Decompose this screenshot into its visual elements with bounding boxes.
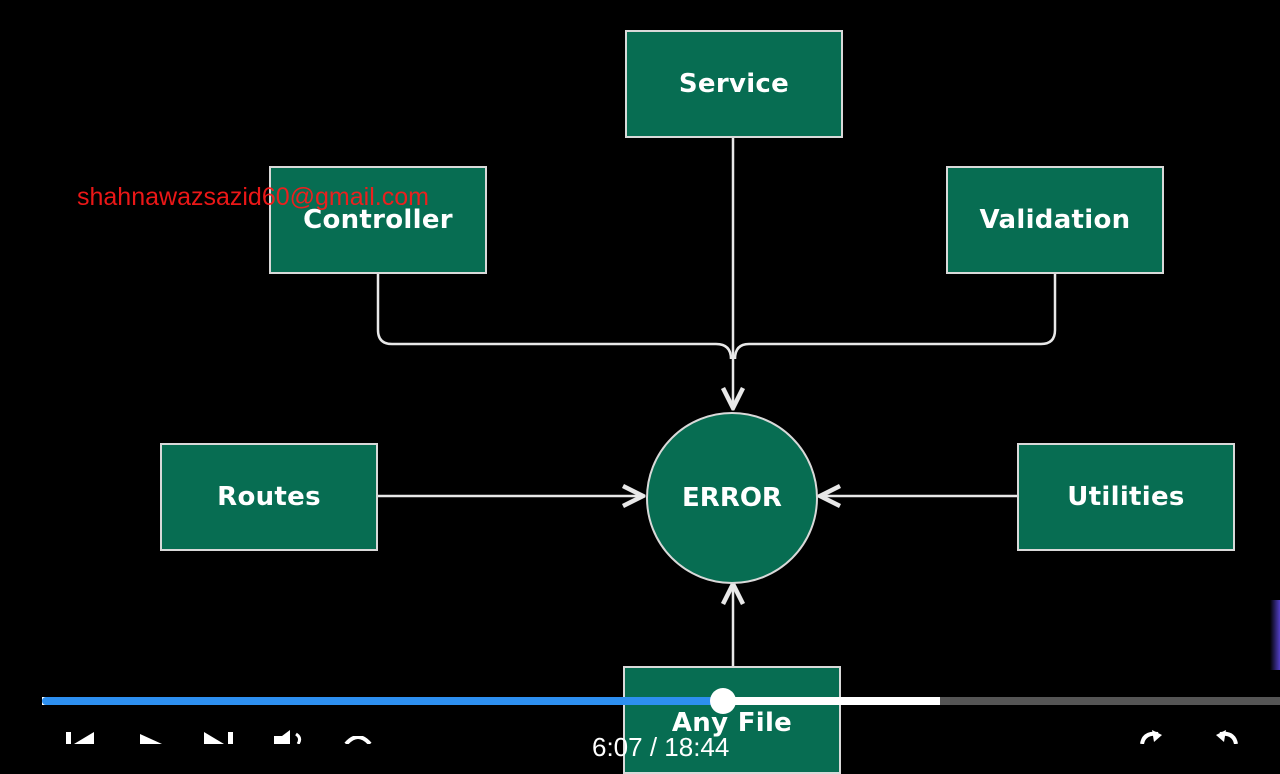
controller-label: Controller [303, 205, 453, 235]
routes-label: Routes [217, 482, 321, 512]
error-node: ERROR [646, 412, 818, 584]
forward-icon[interactable] [1208, 730, 1244, 744]
any-file-label: Any File [671, 708, 793, 738]
controller-node: Controller [269, 166, 487, 274]
rewind-icon[interactable] [1134, 730, 1170, 744]
validation-connector [733, 274, 1057, 360]
validation-node: Validation [946, 166, 1164, 274]
settings-icon[interactable] [344, 736, 372, 744]
next-icon[interactable] [200, 732, 236, 744]
validation-label: Validation [979, 205, 1131, 235]
email-watermark: shahnawazsazid60@gmail.com [77, 183, 429, 211]
edge-glow [1270, 600, 1280, 670]
routes-node: Routes [160, 443, 378, 551]
diagram-connectors [376, 138, 1057, 666]
error-label: ERROR [682, 483, 782, 513]
progress-scrubber-handle[interactable] [710, 688, 736, 714]
service-node: Service [625, 30, 843, 138]
controller-connector [376, 274, 733, 360]
play-icon[interactable] [136, 734, 164, 744]
previous-icon[interactable] [64, 732, 100, 744]
utilities-label: Utilities [1067, 482, 1185, 512]
time-display: 6:07 / 18:44 [592, 732, 730, 762]
volume-icon[interactable] [272, 730, 312, 744]
service-label: Service [678, 69, 790, 99]
utilities-node: Utilities [1017, 443, 1235, 551]
progress-played [42, 697, 723, 705]
